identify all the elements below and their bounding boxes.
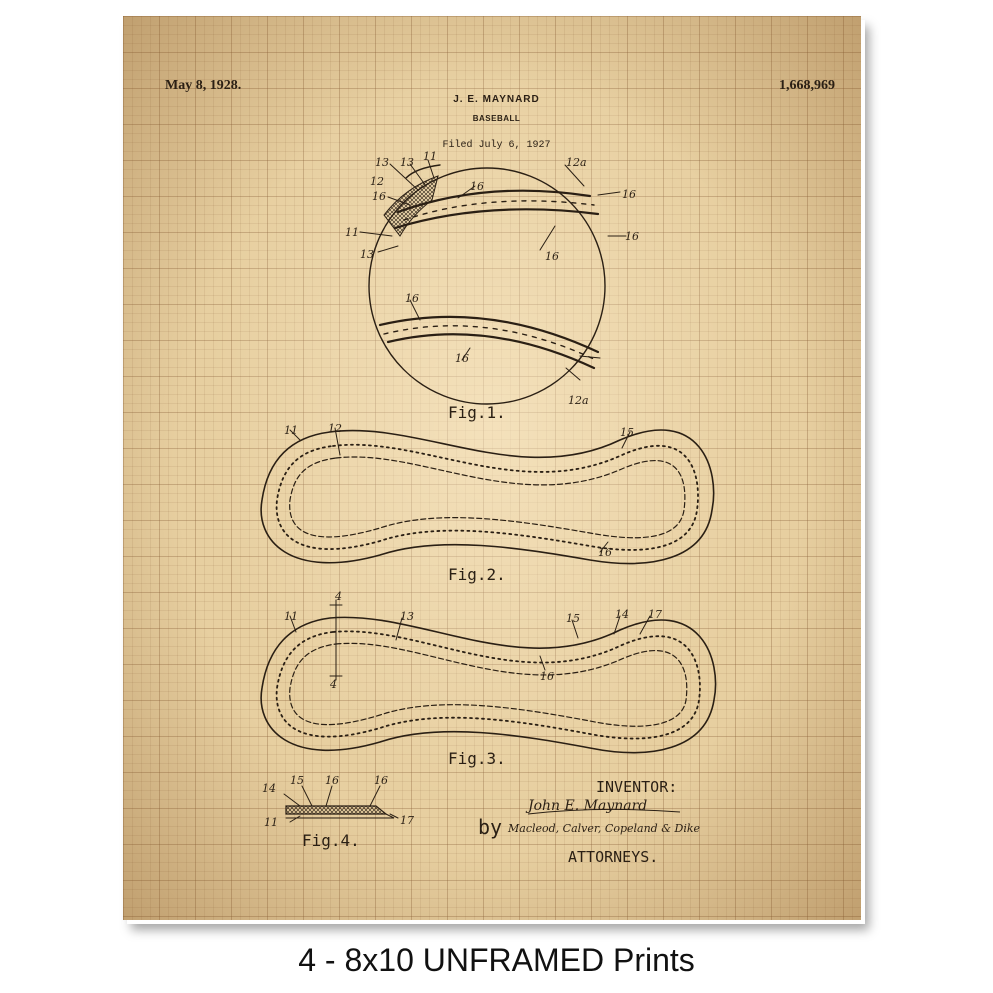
- patent-date: May 8, 1928.: [165, 78, 242, 93]
- ref-12a: 12a: [568, 394, 589, 407]
- filed-date: Filed July 6, 1927: [442, 140, 551, 151]
- fig2-label: Fig.2.: [448, 565, 506, 584]
- ref-14: 14: [262, 782, 276, 795]
- patent-poster: [123, 16, 861, 920]
- ref-16: 16: [405, 292, 419, 305]
- ref-15: 15: [290, 774, 304, 787]
- ref-16: 16: [598, 546, 612, 559]
- ref-15: 15: [566, 612, 580, 625]
- ref-11: 11: [423, 150, 437, 163]
- ref-12: 12: [370, 175, 384, 188]
- by-label: by: [478, 815, 502, 839]
- patent-title: BASEBALL: [472, 114, 521, 123]
- inventor-name: J. E. MAYNARD: [453, 94, 540, 105]
- ref-16: 16: [455, 352, 469, 365]
- ref-11: 11: [284, 424, 298, 437]
- ref-13: 13: [400, 610, 414, 623]
- fig4-section: [285, 805, 395, 819]
- inventor-label: INVENTOR:: [596, 778, 677, 796]
- ref-4: 4: [329, 678, 337, 691]
- ref-16: 16: [372, 190, 386, 203]
- ref-12: 12: [328, 422, 342, 435]
- fig1-label: Fig.1.: [448, 403, 506, 422]
- fig3-cover-strip: [260, 599, 717, 754]
- fig2-cover-strip: [260, 429, 715, 565]
- fig3-label: Fig.3.: [448, 749, 506, 768]
- ref-16: 16: [374, 774, 388, 787]
- ref-13: 13: [400, 156, 414, 169]
- ref-17: 17: [648, 608, 662, 621]
- ref-16: 16: [325, 774, 339, 787]
- ref-11: 11: [345, 226, 359, 239]
- ref-12a: 12a: [566, 156, 587, 169]
- ref-14: 14: [615, 608, 629, 621]
- ref-11: 11: [284, 610, 298, 623]
- fig1-baseball: [368, 164, 606, 405]
- ref-13: 13: [360, 248, 374, 261]
- ref-4: 4: [334, 590, 342, 603]
- signature-underline: [527, 808, 681, 815]
- fig4-label: Fig.4.: [302, 831, 360, 850]
- ref-16: 16: [545, 250, 559, 263]
- ref-16: 16: [470, 180, 484, 193]
- patent-number: 1,668,969: [779, 78, 835, 93]
- ref-17: 17: [400, 814, 414, 827]
- attorneys-label: ATTORNEYS.: [568, 848, 658, 866]
- ref-16: 16: [540, 670, 554, 683]
- inventor-signature: John E. Maynard: [525, 798, 647, 814]
- ref-11: 11: [264, 816, 278, 829]
- ref-13: 13: [375, 156, 389, 169]
- ref-16: 16: [622, 188, 636, 201]
- ref-16: 16: [625, 230, 639, 243]
- ref-15: 15: [620, 426, 634, 439]
- leader-lines: [283, 159, 651, 823]
- product-caption: 4 - 8x10 UNFRAMED Prints: [298, 942, 695, 978]
- attorneys-signature: Macleod, Calver, Copeland & Dike: [507, 822, 701, 835]
